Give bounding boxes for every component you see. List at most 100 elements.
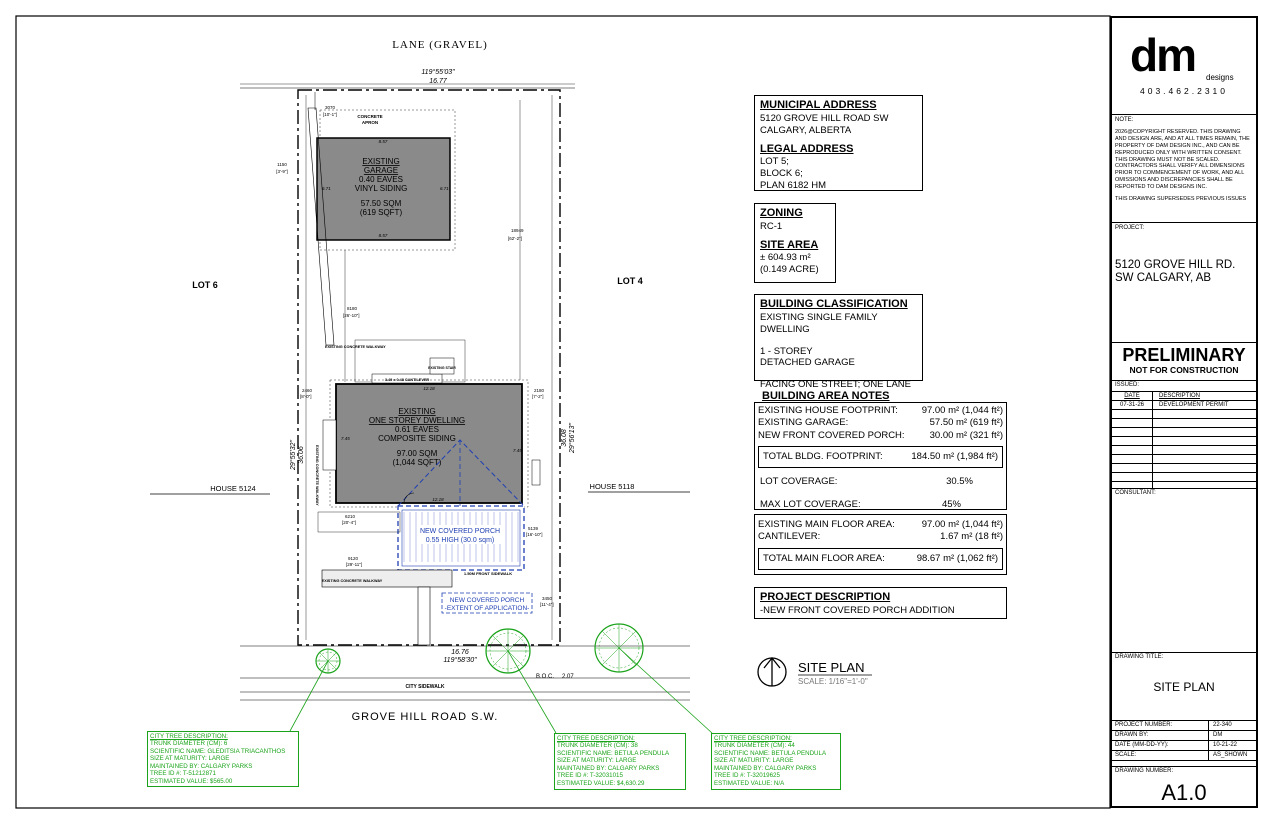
drawn-by-label: DRAWN BY: — [1115, 732, 1149, 738]
lot-4-label: LOT 4 — [617, 276, 643, 286]
dim-6210-imp: [20'-4"] — [342, 520, 356, 525]
tree-desc-3: CITY TREE DESCRIPTION: TRUNK DIAMETER (C… — [711, 733, 841, 790]
dim-bottom: 16.76 — [451, 649, 469, 656]
preliminary-label: PRELIMINARY — [1122, 345, 1246, 365]
main-floor-total-label: TOTAL MAIN FLOOR AREA: — [763, 552, 885, 564]
dim-1150: 1150 — [277, 162, 287, 167]
area-row-1-value: 97.00 m² (1,044 ft²) — [921, 405, 1003, 416]
tree-desc-3-title: CITY TREE DESCRIPTION: — [714, 735, 792, 742]
floor-row-1: EXISTING MAIN FLOOR AREA:97.00 m² (1,044… — [758, 519, 1003, 531]
bearing-left: 29°55'32" — [289, 439, 297, 470]
site-area-value: ± 604.93 m² — [760, 252, 811, 264]
tree-desc-2-title: CITY TREE DESCRIPTION: — [557, 735, 635, 742]
dim-3070: 3070 — [325, 105, 336, 110]
issued-row-2 — [1112, 410, 1256, 419]
area-row-2-value: 57.50 m² (619 ft²) — [929, 417, 1003, 429]
logo-mark: dm — [1130, 29, 1197, 81]
bearing-right: 29°56'13" — [568, 422, 576, 453]
issued-row-5 — [1112, 437, 1256, 446]
issued-label: ISSUED: — [1115, 382, 1140, 388]
logo-phone: 403.462.2310 — [1140, 86, 1228, 96]
max-coverage-row: MAX LOT COVERAGE: 45% — [758, 499, 1003, 511]
porch-label-2: 0.55 HIGH (30.0 sqm) — [426, 537, 494, 544]
side-walk-left — [322, 419, 337, 471]
tree-desc-1-l5: TREE ID #: T-51212871 — [150, 770, 216, 778]
dim-8180: 8180 — [347, 306, 358, 311]
drawn-by: DM — [1213, 732, 1223, 738]
dwelling-label-6: (1,044 SQFT) — [393, 458, 442, 467]
max-coverage-value: 45% — [941, 498, 961, 510]
dim-5139-imp: [16'-10"] — [526, 532, 542, 537]
legal-lot: LOT 5; — [760, 156, 789, 168]
dim-house-left: 7.45 — [341, 436, 350, 441]
apron-label-2: APRON — [362, 120, 378, 125]
tree-desc-2: CITY TREE DESCRIPTION: TRUNK DIAMETER (C… — [554, 733, 686, 790]
site-plan-scale: SCALE: 1/16"=1'-0" — [798, 677, 868, 686]
dim-garage-left: 6.71 — [322, 186, 331, 191]
tree-desc-1-title: CITY TREE DESCRIPTION: — [150, 733, 228, 740]
info-col-divider — [1208, 721, 1209, 761]
porch-label-1: NEW COVERED PORCH — [420, 528, 500, 535]
note-section: NOTE: 2026@COPYRIGHT RESERVED. THIS DRAW… — [1112, 114, 1256, 222]
project-section: PROJECT: 5120 GROVE HILL RD. SW CALGARY,… — [1112, 222, 1256, 342]
tree-desc-1-l1: TRUNK DIAMETER (CM): 6 — [150, 740, 228, 748]
garage-label-4: VINYL SIDING — [355, 184, 408, 193]
issued-desc-header: DESCRIPTION — [1159, 393, 1201, 399]
dim-house-top: 12.18 — [423, 386, 435, 391]
area-row-1: EXISTING HOUSE FOOTPRINT:97.00 m² (1,044… — [758, 405, 1003, 417]
dwelling-label-1: EXISTING — [398, 407, 435, 416]
preliminary-section: PRELIMINARY NOT FOR CONSTRUCTION — [1112, 342, 1256, 381]
note-label: NOTE: — [1115, 117, 1134, 123]
dwelling-label-4: COMPOSITE SIDING — [378, 434, 456, 443]
tree-desc-3-l2: SCIENTIFIC NAME: BETULA PENDULA — [714, 749, 827, 757]
drawing-number-label: DRAWING NUMBER: — [1115, 768, 1174, 774]
note-text: 2026@COPYRIGHT RESERVED. THIS DRAWING AN… — [1115, 129, 1250, 190]
max-coverage-label: MAX LOT COVERAGE: — [760, 498, 861, 510]
tree-desc-3-l5: TREE ID #: T-32019625 — [714, 772, 780, 780]
dim-2180: 2180 — [534, 388, 545, 393]
tree-desc-3-l1: TRUNK DIAMETER (CM): 44 — [714, 742, 795, 750]
lane-label: LANE (GRAVEL) — [392, 39, 488, 51]
front-walk-to-street — [417, 586, 431, 646]
dim-8180-imp: [26'-10"] — [343, 313, 359, 318]
classification-line-1: EXISTING SINGLE FAMILY DWELLING — [760, 311, 878, 335]
tree-desc-2-l3: SIZE AT MATURITY: LARGE — [557, 757, 637, 765]
tree-desc-3-l3: SIZE AT MATURITY: LARGE — [714, 757, 794, 765]
municipal-line-2: CALGARY, ALBERTA — [760, 124, 852, 136]
dim-top: 16.77 — [429, 78, 448, 85]
area-row-2: EXISTING GARAGE: 57.50 m² (619 ft²) — [758, 417, 1003, 429]
project-description-box: PROJECT DESCRIPTION -NEW FRONT COVERED P… — [754, 587, 1007, 619]
date-label: DATE (MM-DD-YY): — [1115, 742, 1169, 748]
stair-label: EXISTING STAIR — [428, 366, 456, 370]
issued-date-1: 07-31-26 — [1119, 402, 1145, 408]
issued-row-8 — [1112, 464, 1256, 473]
classification-line-3: DETACHED GARAGE — [760, 357, 855, 369]
classification-heading: BUILDING CLASSIFICATION — [760, 298, 908, 310]
project-description-line: -NEW FRONT COVERED PORCH ADDITION — [760, 604, 955, 616]
classification-line-2: 1 - STOREY — [760, 345, 813, 357]
project-name-2: SW CALGARY, AB — [1115, 272, 1212, 284]
zoning-value: RC-1 — [760, 220, 783, 232]
dim-3450: 3450 — [542, 596, 553, 601]
site-plan-heading: SITE PLAN — [798, 660, 864, 675]
area-notes-heading: BUILDING AREA NOTES — [762, 390, 890, 402]
tree-3-leader — [618, 647, 713, 734]
city-sidewalk-label: CITY SIDEWALK — [405, 684, 444, 690]
tree-desc-1-l4: MAINTAINED BY: CALGARY PARKS — [150, 762, 253, 770]
legal-block: BLOCK 6; — [760, 168, 803, 180]
area-row-3: NEW FRONT COVERED PORCH:30.00 m² (321 ft… — [758, 430, 1003, 442]
dwelling-labels: EXISTING ONE STOREY DWELLING 0.61 EAVES … — [369, 407, 465, 467]
project-number: 22-340 — [1213, 722, 1232, 728]
classification-box: BUILDING CLASSIFICATION EXISTING SINGLE … — [754, 294, 923, 390]
area-row-2-label: EXISTING GARAGE: — [758, 417, 849, 429]
dim-2460-imp: [8'-0"] — [300, 394, 311, 399]
logo-area: dm designs 403.462.2310 — [1112, 18, 1256, 114]
logo-subtext: designs — [1206, 73, 1234, 82]
drawing-title: SITE PLAN — [1153, 680, 1215, 694]
project-number-row: PROJECT NUMBER: 22-340 — [1112, 721, 1256, 731]
tree-desc-1-l2: SCIENTIFIC NAME: GLEDITSIA TRIACANTHOS — [150, 747, 286, 755]
project-number-label: PROJECT NUMBER: — [1115, 722, 1173, 728]
tree-desc-2-l2: SCIENTIFIC NAME: BETULA PENDULA — [557, 749, 670, 757]
